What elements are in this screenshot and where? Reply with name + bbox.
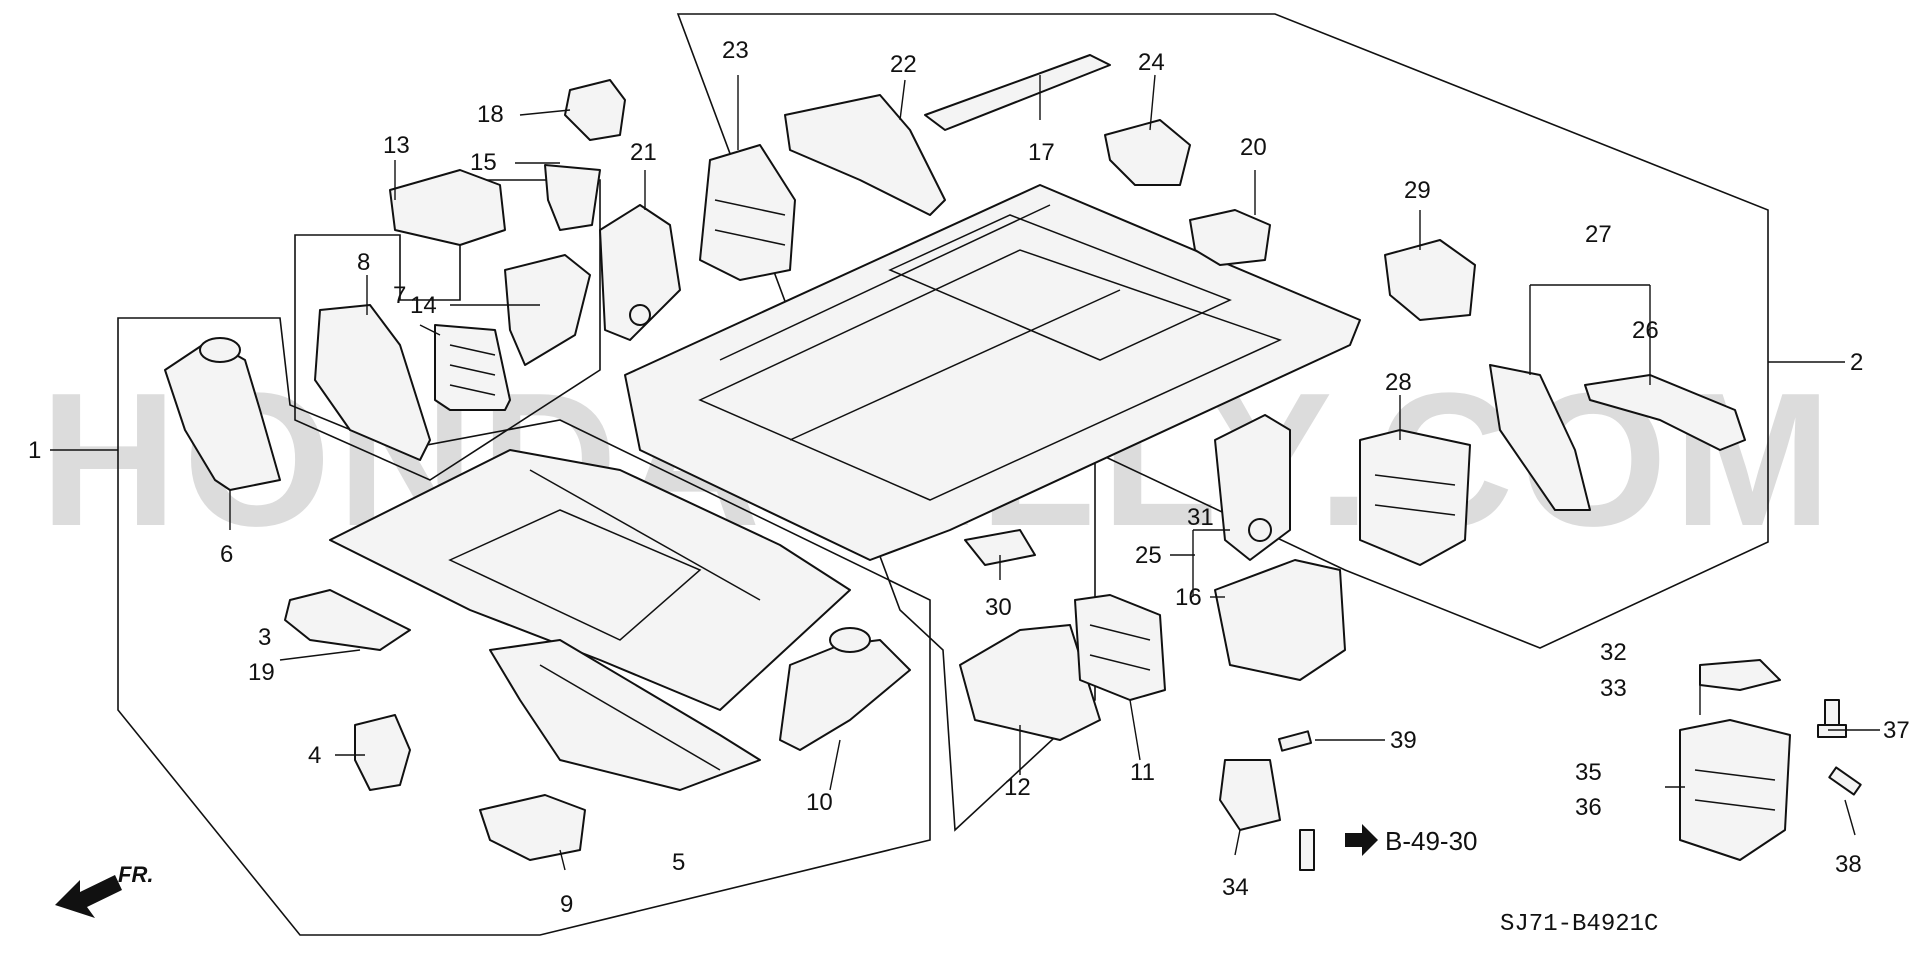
arrow-front-icon — [55, 875, 122, 918]
part-20[interactable] — [1189, 209, 1271, 266]
callout-32[interactable]: 32 — [1600, 639, 1627, 666]
part-29[interactable] — [1384, 239, 1476, 321]
callout-16[interactable]: 16 — [1175, 584, 1202, 611]
group-outline-inner-left — [294, 179, 601, 481]
group-outlines — [117, 13, 1769, 936]
part-21[interactable] — [599, 204, 681, 341]
part-front-floor[interactable] — [329, 449, 851, 711]
part-35-36[interactable] — [1679, 719, 1791, 861]
part-15[interactable] — [544, 164, 601, 231]
callout-4[interactable]: 4 — [308, 742, 321, 769]
callout-37[interactable]: 37 — [1883, 717, 1910, 744]
parts — [164, 54, 1862, 871]
part-10[interactable] — [779, 627, 911, 751]
callout-30[interactable]: 30 — [985, 594, 1012, 621]
part-crossmember[interactable] — [489, 639, 761, 791]
callout-34[interactable]: 34 — [1222, 874, 1249, 901]
part-30[interactable] — [964, 529, 1036, 566]
part-11[interactable] — [1074, 594, 1166, 701]
callout-35[interactable]: 35 — [1575, 759, 1602, 786]
part-9[interactable] — [479, 794, 586, 861]
part-16[interactable] — [1214, 559, 1346, 681]
group-outline-left — [117, 317, 931, 936]
part-7[interactable] — [434, 324, 511, 411]
callout-27[interactable]: 27 — [1585, 221, 1612, 248]
part-17[interactable] — [924, 54, 1111, 131]
callout-28[interactable]: 28 — [1385, 369, 1412, 396]
callout-10[interactable]: 10 — [806, 789, 833, 816]
callout-5[interactable]: 5 — [672, 849, 685, 876]
part-4[interactable] — [354, 714, 411, 791]
callout-14[interactable]: 14 — [410, 292, 437, 319]
callout-39[interactable]: 39 — [1390, 727, 1417, 754]
callout-6[interactable]: 6 — [220, 541, 233, 568]
callout-12[interactable]: 12 — [1004, 774, 1031, 801]
part-rear-floor-frame[interactable] — [624, 184, 1361, 561]
part-12[interactable] — [959, 624, 1101, 741]
callout-18[interactable]: 18 — [477, 101, 504, 128]
callout-20[interactable]: 20 — [1240, 134, 1267, 161]
callouts: 1 2 3 19 4 5 6 7 8 9 10 11 12 13 14 15 1… — [28, 37, 1910, 918]
callout-36[interactable]: 36 — [1575, 794, 1602, 821]
part-23[interactable] — [699, 144, 796, 281]
reference-link[interactable]: B-49-30 — [1345, 824, 1478, 856]
part-bolt-37[interactable] — [1817, 699, 1847, 738]
callout-15[interactable]: 15 — [470, 149, 497, 176]
callout-25[interactable]: 25 — [1135, 542, 1162, 569]
part-bolt-39[interactable] — [1277, 730, 1313, 752]
part-32-33[interactable] — [1699, 659, 1781, 691]
callout-9[interactable]: 9 — [560, 891, 573, 918]
part-26[interactable] — [1584, 374, 1746, 451]
diagram-code: SJ71-B4921C — [1500, 911, 1658, 938]
part-34[interactable] — [1219, 759, 1281, 831]
part-3-19[interactable] — [284, 589, 411, 651]
callout-3[interactable]: 3 — [258, 624, 271, 651]
part-31[interactable] — [1214, 414, 1291, 561]
callout-13[interactable]: 13 — [383, 132, 410, 159]
part-14[interactable] — [504, 254, 591, 366]
part-18[interactable] — [564, 79, 626, 141]
front-direction-indicator: FR. — [55, 862, 153, 918]
callout-23[interactable]: 23 — [722, 37, 749, 64]
callout-8[interactable]: 8 — [357, 249, 370, 276]
callout-17[interactable]: 17 — [1028, 139, 1055, 166]
callout-29[interactable]: 29 — [1404, 177, 1431, 204]
leader-lines — [50, 74, 1880, 871]
callout-31[interactable]: 31 — [1187, 504, 1214, 531]
callout-21[interactable]: 21 — [630, 139, 657, 166]
part-8[interactable] — [314, 304, 431, 461]
callout-1[interactable]: 1 — [28, 437, 41, 464]
part-24[interactable] — [1104, 119, 1191, 186]
callout-2[interactable]: 2 — [1850, 349, 1863, 376]
callout-38[interactable]: 38 — [1835, 851, 1862, 878]
arrow-right-icon — [1345, 824, 1378, 856]
reference-label: B-49-30 — [1385, 826, 1478, 856]
part-28[interactable] — [1359, 429, 1471, 566]
group-outline-right — [676, 13, 1769, 832]
callout-22[interactable]: 22 — [890, 51, 917, 78]
callout-7[interactable]: 7 — [393, 282, 406, 309]
callout-24[interactable]: 24 — [1138, 49, 1165, 76]
part-22[interactable] — [784, 94, 946, 216]
part-27[interactable] — [1489, 364, 1591, 511]
callout-26[interactable]: 26 — [1632, 317, 1659, 344]
part-clip[interactable] — [1299, 829, 1315, 871]
part-6[interactable] — [164, 337, 281, 491]
callout-19[interactable]: 19 — [248, 659, 275, 686]
part-bolt-38[interactable] — [1828, 766, 1862, 796]
front-label: FR. — [118, 862, 153, 887]
callout-33[interactable]: 33 — [1600, 675, 1627, 702]
callout-11[interactable]: 11 — [1130, 759, 1155, 786]
part-13[interactable] — [389, 169, 506, 246]
